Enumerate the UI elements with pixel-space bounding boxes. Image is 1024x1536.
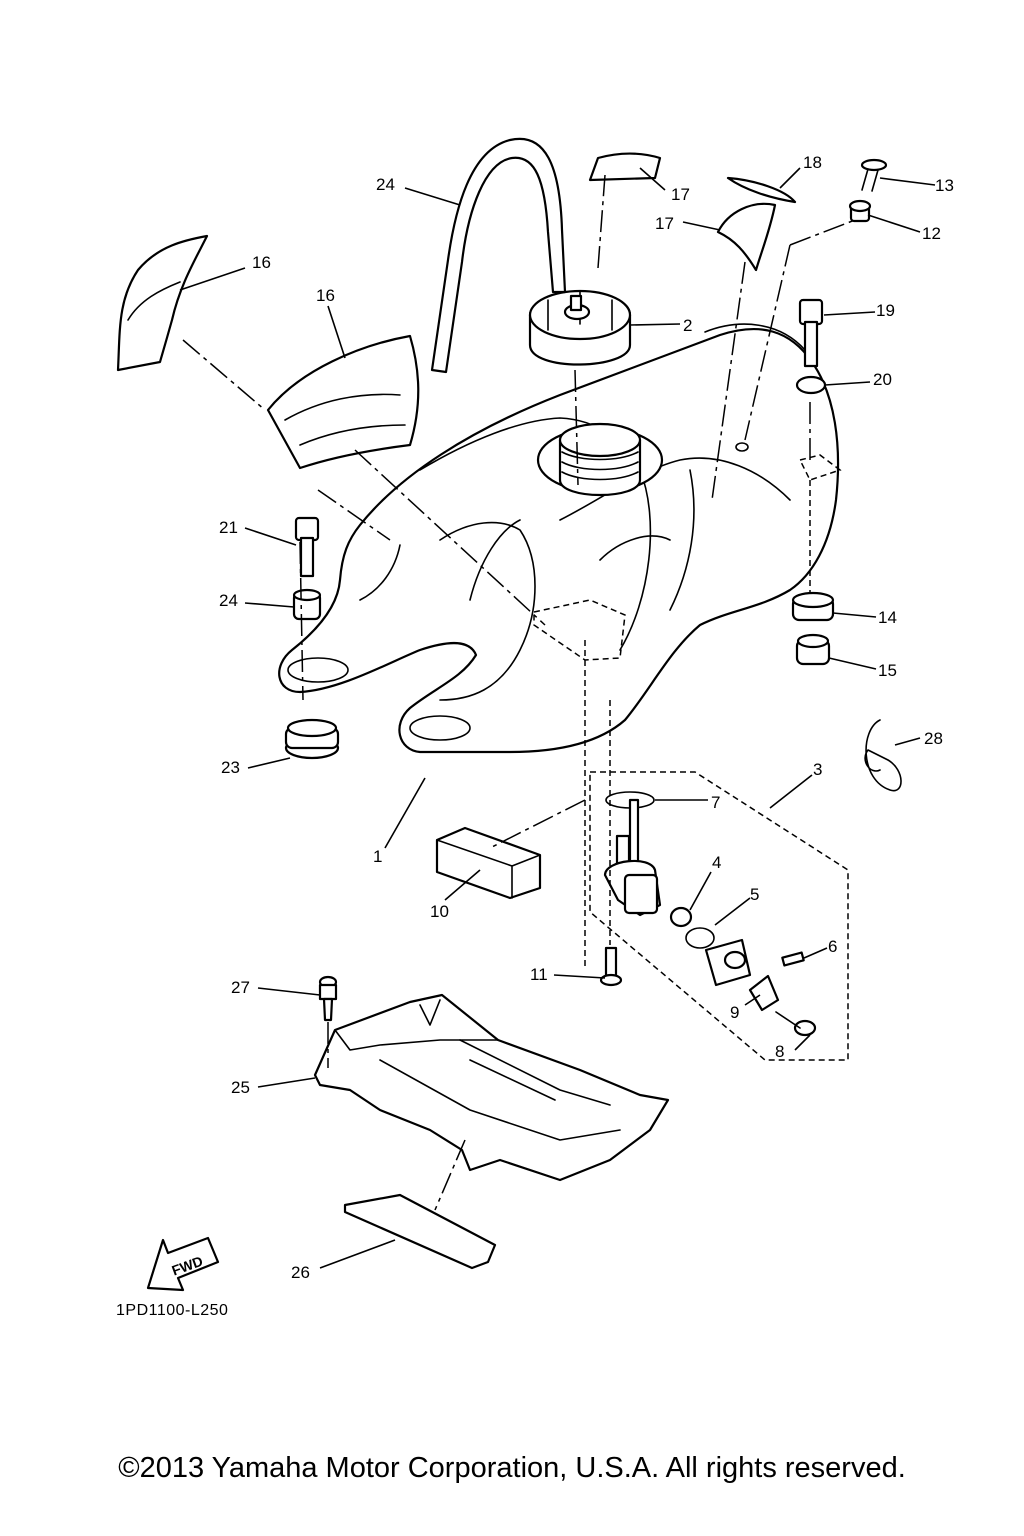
damper-22 [284,718,340,760]
callout-11: 11 [530,965,548,984]
callout-6: 6 [828,937,837,956]
breather-hose [430,137,567,374]
callout-14: 14 [878,608,897,627]
leader-lines [179,167,936,1269]
fwd-arrow-icon: FWD [146,1236,220,1292]
tank-cap [528,289,632,366]
callout-labels: 24 16 16 17 17 18 13 12 2 19 20 21 24 14… [219,153,954,1282]
tank-pad-18 [726,176,797,204]
callout-8: 8 [775,1042,784,1061]
tank-pad-17-mid [716,202,777,272]
bolt-21 [294,516,320,578]
collar-12 [848,199,872,223]
callout-22: 23 [221,758,240,777]
clip-28 [864,719,902,792]
callout-16-right: 16 [316,286,335,305]
callout-1: 1 [373,847,382,866]
guard-25 [313,993,670,1182]
callout-4: 4 [712,853,721,872]
callout-5: 5 [750,885,759,904]
copyright-notice: ©2013 Yamaha Motor Corporation, U.S.A. A… [118,1452,906,1484]
construction-lines [182,174,856,1211]
callout-26: 26 [291,1263,310,1282]
callout-19: 19 [876,301,895,320]
pad-10 [435,826,542,900]
callout-16-left: 16 [252,253,271,272]
callout-24: 24 [376,175,395,194]
callout-3: 3 [813,760,822,779]
callout-13: 13 [935,176,954,195]
callout-7: 7 [711,793,720,812]
callout-21: 21 [219,518,238,537]
collar-15 [795,633,831,666]
damper-14 [791,591,835,622]
pad-26 [343,1193,497,1270]
callout-15: 15 [878,661,897,680]
callout-18: 18 [803,153,822,172]
callout-2: 2 [683,316,692,335]
washer-20 [795,375,827,395]
callout-10: 10 [430,902,449,921]
tank-pad-16-right [266,334,420,470]
callout-28: 28 [924,729,943,748]
callout-12: 12 [922,224,941,243]
tank-pad-17-top [588,152,662,182]
callout-17-mid: 17 [655,214,674,233]
diagram-reference-code: 1PD1100-L250 [116,1302,229,1319]
callout-20: 20 [873,370,892,389]
screw-13 [860,158,888,192]
callout-17-top: 17 [671,185,690,204]
fuel-tank [278,323,840,754]
callout-9: 9 [730,1003,739,1022]
screw-27 [318,975,338,1022]
callout-25: 25 [231,1078,250,1097]
bolt-19 [798,298,824,368]
fuel-cock-assembly [589,771,849,1061]
collar-23 [292,588,322,621]
callout-27: 27 [231,978,250,997]
callout-23: 24 [219,591,238,610]
tank-pad-16-left [116,234,209,372]
